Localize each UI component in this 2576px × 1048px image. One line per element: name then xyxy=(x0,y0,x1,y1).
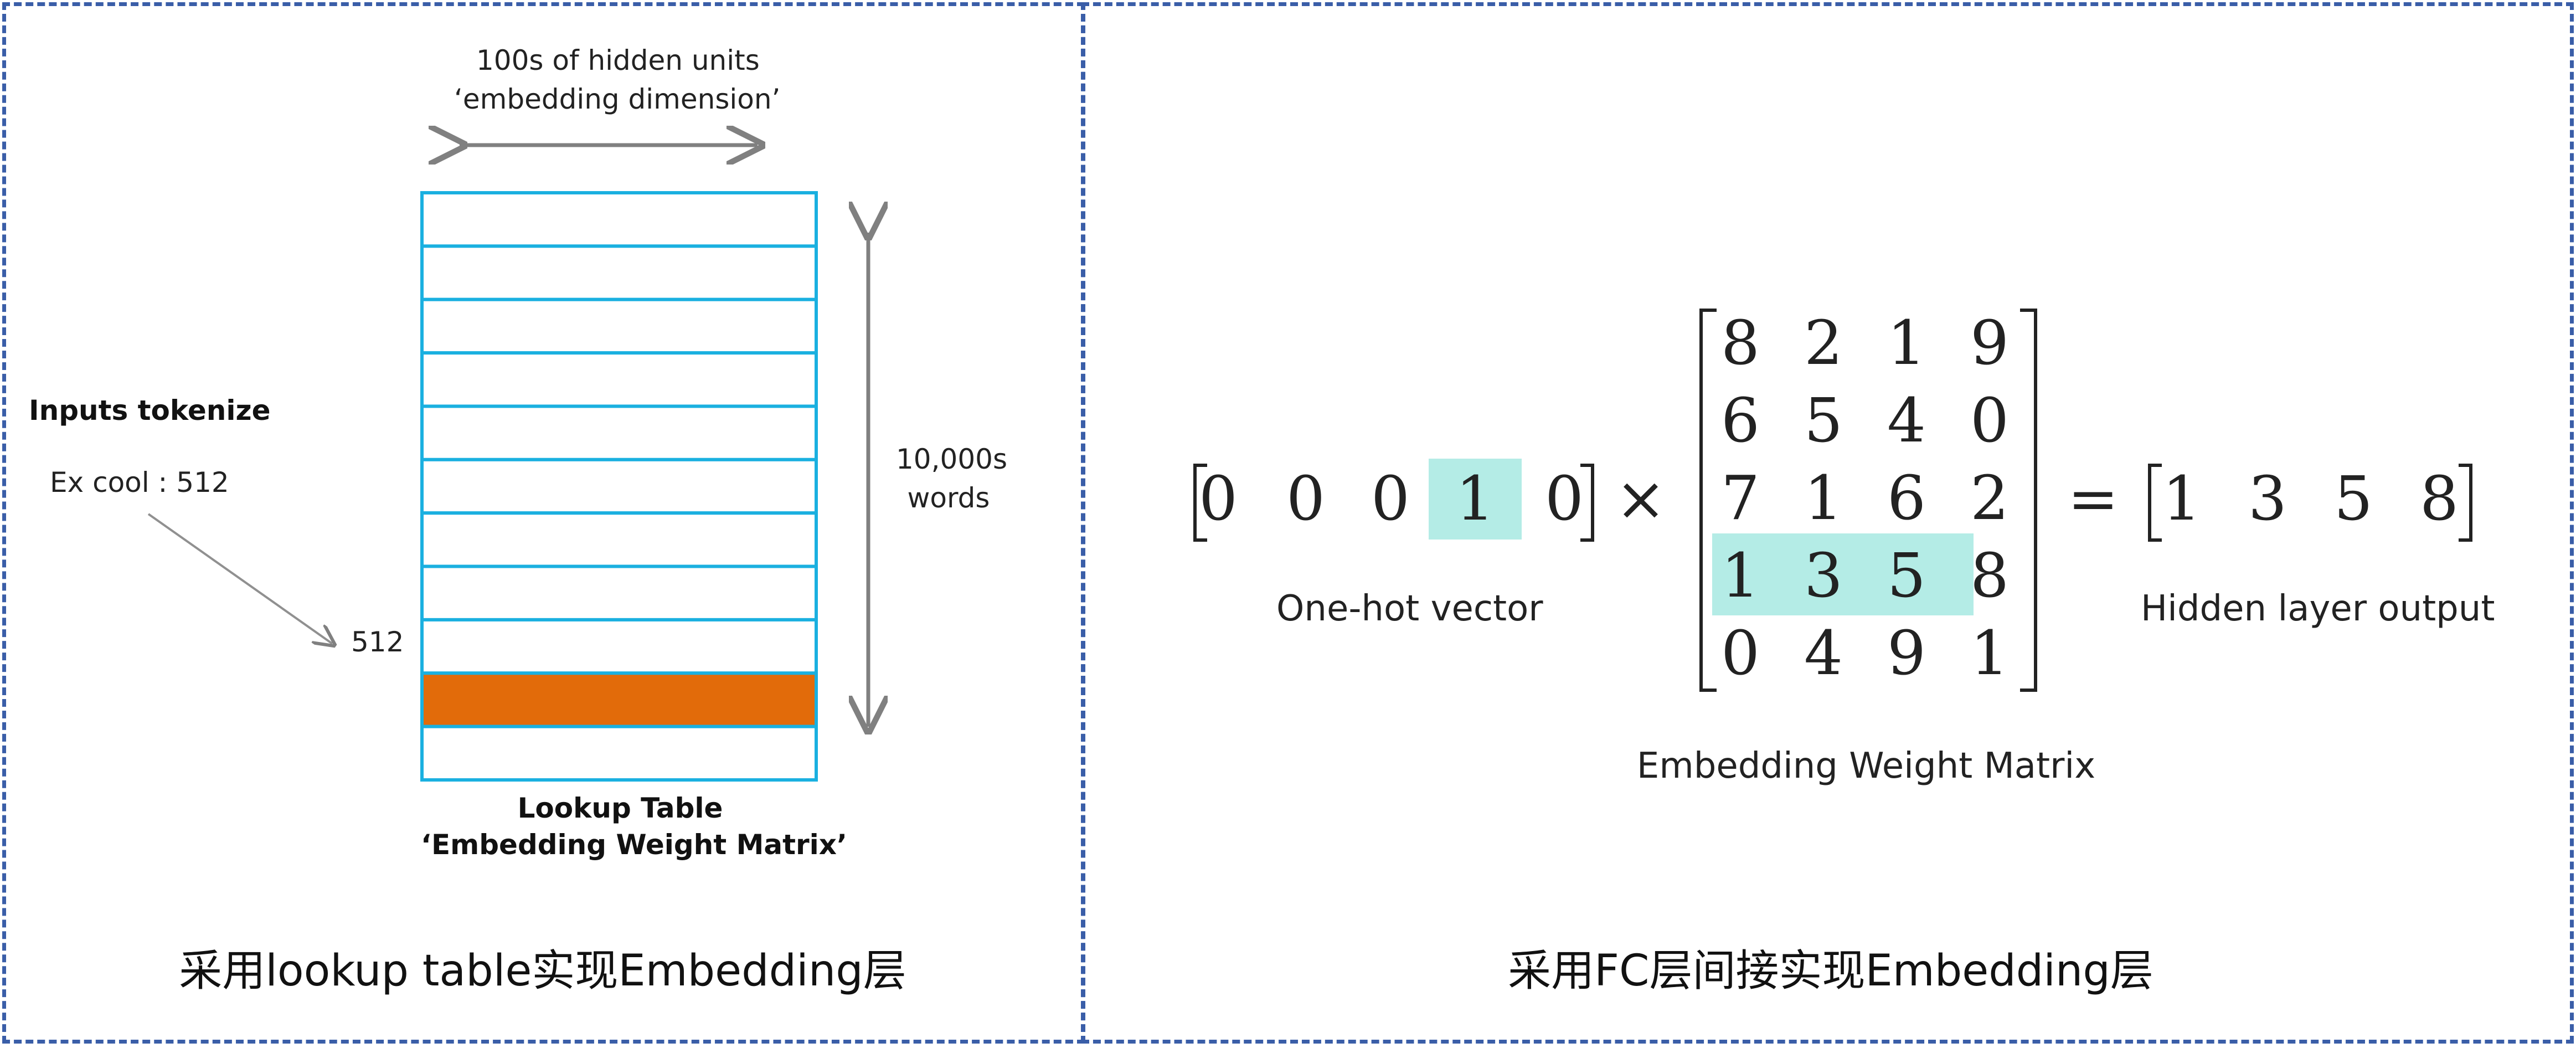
example-label: Ex cool : 512 xyxy=(50,466,229,499)
lookup-table-row xyxy=(420,725,818,782)
matrix-cell: 9 xyxy=(1887,618,1926,689)
lookup-table-row xyxy=(420,404,818,461)
matrix-cell-highlighted: 5 xyxy=(1887,540,1926,611)
right-panel-caption: 采用FC层间接实现Embedding层 xyxy=(1508,946,2153,996)
lookup-table-row xyxy=(420,351,818,408)
matrix-right-bracket xyxy=(2020,309,2037,692)
words-label: words xyxy=(907,482,990,514)
hidden-layer-output-label: Hidden layer output xyxy=(2141,588,2495,629)
matrix-cell: 5 xyxy=(1804,385,1843,456)
matrix-cell: 6 xyxy=(1721,385,1760,456)
output-value: 1 xyxy=(2162,463,2201,534)
lookup-table-row xyxy=(420,618,818,675)
one-hot-right-bracket xyxy=(1580,464,1594,542)
pointer-arrow xyxy=(147,513,332,644)
matrix-cell: 1 xyxy=(1887,307,1926,378)
matrix-cell: 6 xyxy=(1887,463,1926,533)
lookup-table-row xyxy=(420,191,818,248)
equals-symbol: = xyxy=(2067,463,2119,534)
embedding-dimension-label: ‘embedding dimension’ xyxy=(454,83,781,115)
matrix-cell: 2 xyxy=(1970,463,2009,533)
one-hot-vector-label: One-hot vector xyxy=(1276,588,1543,629)
matrix-highlight-row xyxy=(1712,533,1974,615)
one-hot-left-bracket xyxy=(1193,464,1207,542)
matrix-cell: 2 xyxy=(1804,307,1843,378)
matrix-cell-highlighted: 1 xyxy=(1721,540,1760,611)
lookup-table xyxy=(420,191,818,782)
matrix-cell: 8 xyxy=(1721,307,1760,378)
output-left-bracket xyxy=(2148,464,2162,542)
matrix-left-bracket xyxy=(1699,309,1717,692)
output-value: 3 xyxy=(2248,463,2287,534)
left-diagram-svg xyxy=(147,0,1085,782)
left-panel-caption: 采用lookup table实现Embedding层 xyxy=(179,946,906,996)
right-panel xyxy=(1081,2,2574,1044)
one-hot-highlight xyxy=(1429,459,1522,540)
matrix-cell: 4 xyxy=(1804,618,1843,689)
matrix-cell-highlighted: 3 xyxy=(1804,540,1843,611)
words-count-label: 10,000s xyxy=(896,443,1008,475)
lookup-table-row xyxy=(420,244,818,301)
lookup-table-caption: Lookup Table xyxy=(517,792,723,824)
one-hot-value: 0 xyxy=(1286,463,1325,534)
times-symbol: × xyxy=(1615,463,1667,534)
matrix-cell: 0 xyxy=(1970,385,2009,456)
output-right-bracket xyxy=(2459,464,2472,542)
matrix-cell: 4 xyxy=(1887,385,1926,456)
output-value: 8 xyxy=(2420,463,2459,534)
matrix-cell: 7 xyxy=(1721,463,1760,533)
matrix-cell: 1 xyxy=(1970,618,2009,689)
matrix-cell: 1 xyxy=(1804,463,1843,533)
output-value: 5 xyxy=(2334,463,2373,534)
lookup-table-row xyxy=(420,458,818,515)
matrix-cell: 0 xyxy=(1721,618,1760,689)
row-index-label: 512 xyxy=(351,626,404,658)
one-hot-value: 0 xyxy=(1371,463,1410,534)
one-hot-value: 0 xyxy=(1545,463,1584,534)
matrix-cell: 9 xyxy=(1970,307,2009,378)
hidden-units-label: 100s of hidden units xyxy=(476,44,760,76)
matrix-cell-highlighted: 8 xyxy=(1970,540,2009,611)
inputs-tokenize-title: Inputs tokenize xyxy=(29,394,271,427)
embedding-weight-matrix-label: Embedding Weight Matrix xyxy=(1636,746,2096,787)
one-hot-value-highlighted: 1 xyxy=(1456,463,1495,534)
lookup-table-row xyxy=(420,511,818,568)
embedding-matrix-caption: ‘Embedding Weight Matrix’ xyxy=(421,829,848,861)
one-hot-value: 0 xyxy=(1199,463,1238,534)
